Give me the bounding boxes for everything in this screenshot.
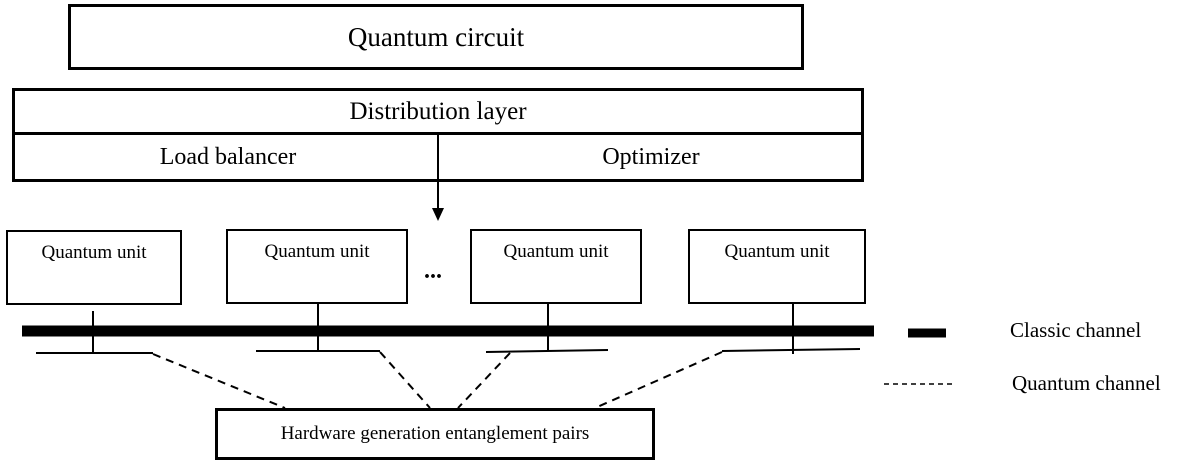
- quantum-unit-2-label: Quantum unit: [264, 241, 370, 262]
- quantum-link-3: [457, 352, 511, 409]
- unit-3-port: [485, 349, 609, 353]
- quantum-unit-1: Quantum unit: [6, 230, 182, 305]
- quantum-unit-1-label: Quantum unit: [41, 242, 147, 263]
- quantum-unit-4-label: Quantum unit: [724, 241, 830, 262]
- hardware-entanglement-label: Hardware generation entanglement pairs: [280, 423, 590, 444]
- quantum-unit-4: Quantum unit: [688, 229, 866, 304]
- legend-classic-label: Classic channel: [1010, 318, 1142, 342]
- quantum-circuit-label: Quantum circuit: [347, 21, 525, 52]
- load-balancer-label: Load balancer: [159, 143, 297, 170]
- legend-quantum-label: Quantum channel: [1012, 371, 1161, 395]
- unit-4-port: [721, 348, 861, 352]
- units-ellipsis: ...: [424, 258, 442, 284]
- quantum-unit-3-label: Quantum unit: [503, 241, 609, 262]
- distribution-layer-title: Distribution layer: [15, 91, 861, 135]
- hardware-entanglement-box: Hardware generation entanglement pairs: [215, 408, 655, 460]
- quantum-link-2: [379, 351, 431, 409]
- quantum-circuit-box: Quantum circuit: [68, 4, 804, 70]
- optimizer-label: Optimizer: [602, 143, 700, 170]
- quantum-link-1: [152, 353, 286, 409]
- quantum-unit-3: Quantum unit: [470, 229, 642, 304]
- distribution-arrow-head: [432, 208, 444, 221]
- quantum-link-4: [594, 351, 723, 409]
- quantum-unit-2: Quantum unit: [226, 229, 408, 304]
